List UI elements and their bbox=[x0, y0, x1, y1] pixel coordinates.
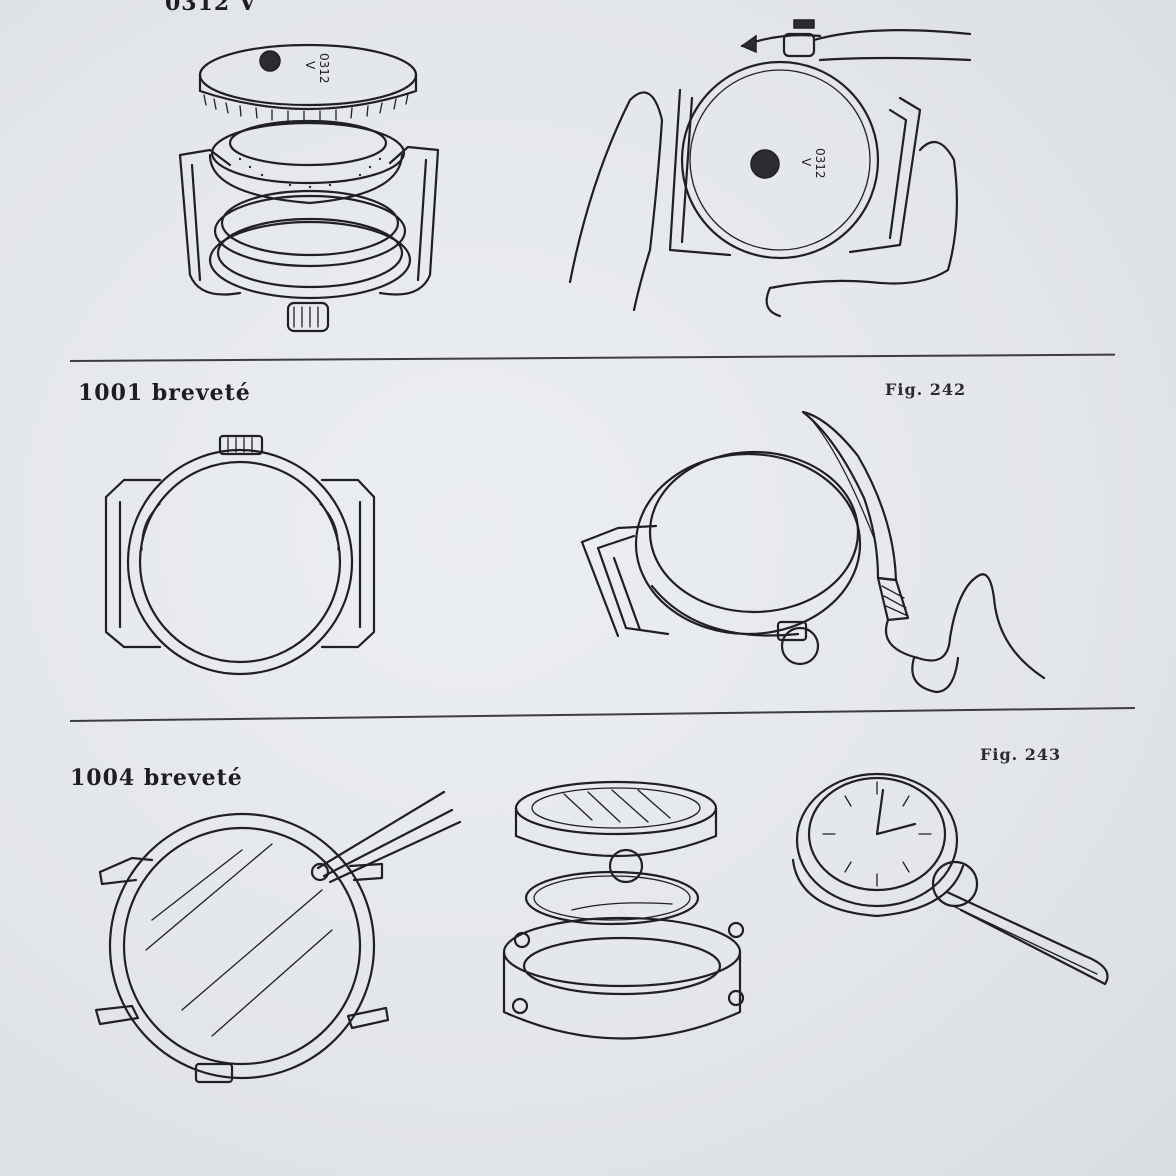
watch-case-exploded-icon: 0312 V bbox=[170, 35, 450, 345]
model-label-1001: 1001 breveté bbox=[78, 380, 251, 406]
watch-case-front-icon bbox=[100, 432, 380, 672]
engraving-letter-hand: V bbox=[799, 158, 813, 167]
engraving-letter-top: V bbox=[303, 61, 317, 70]
engraving-number-top: 0312 bbox=[317, 53, 331, 84]
tweezers-opening-bezel-icon bbox=[92, 780, 472, 1085]
model-label-0312: 0312 V bbox=[165, 0, 257, 16]
case-parts-exploded-icon bbox=[492, 780, 772, 1065]
model-label-1004: 1004 breveté bbox=[70, 765, 243, 791]
hand-turning-caseback-icon: 0312 V bbox=[570, 20, 990, 320]
section-divider-2 bbox=[69, 706, 1135, 722]
figure-label-242: Fig. 242 bbox=[885, 380, 967, 399]
section-divider-1 bbox=[69, 353, 1115, 362]
engraving-number-hand: 0312 bbox=[813, 148, 827, 179]
wrench-on-case-icon bbox=[785, 760, 1130, 1010]
knife-opening-case-icon bbox=[578, 408, 1058, 698]
figure-label-243: Fig. 243 bbox=[980, 745, 1062, 764]
